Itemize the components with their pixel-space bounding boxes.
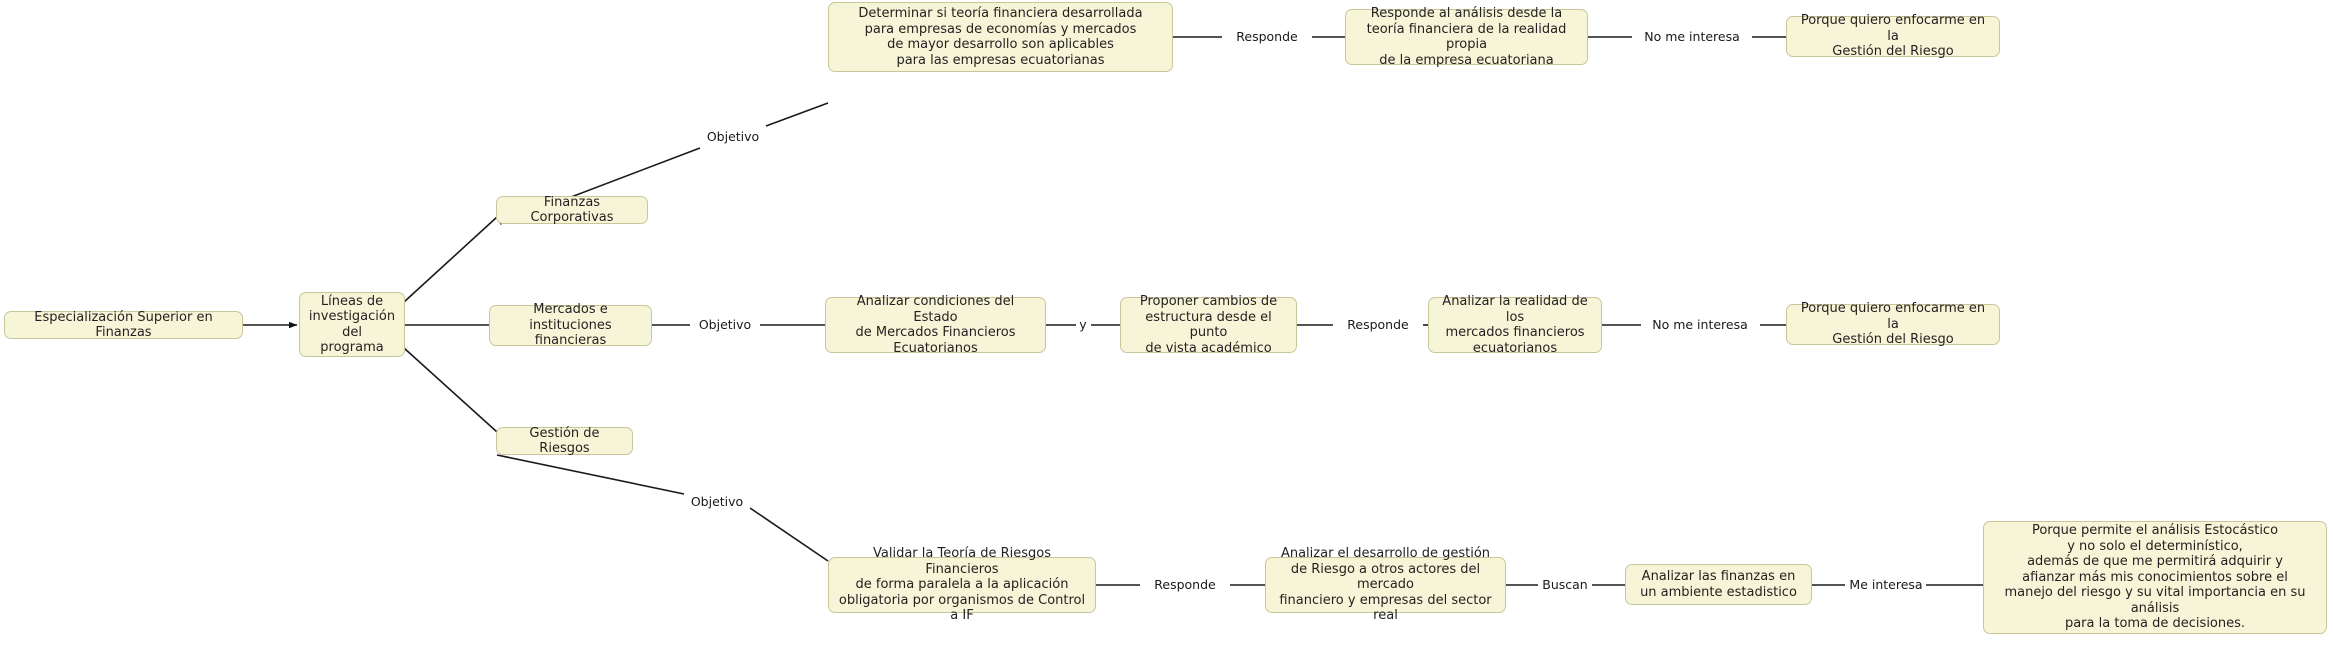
node-mercados-instituciones[interactable]: Mercados e instituciones financieras (489, 302, 652, 348)
node-top-responde[interactable]: Responde al análisis desde la teoría fin… (1345, 6, 1588, 68)
edge-label-responde-top: Responde (1234, 29, 1300, 44)
node-bottom-buscan[interactable]: Analizar las finanzas en un ambiente est… (1625, 564, 1812, 605)
edge-label-objetivo-top: Objetivo (704, 129, 762, 144)
edge-bottom-objetivo-a (496, 454, 685, 495)
node-lineas-investigacion[interactable]: Líneas de investigación del programa (299, 292, 405, 357)
node-top-final[interactable]: Porque quiero enfocarme en la Gestión de… (1786, 13, 2000, 59)
edge-label-nomeinteresa-mid: No me interesa (1650, 317, 1750, 332)
edge-label-objetivo-bottom: Objetivo (688, 494, 746, 509)
edge-label-buscan-bottom: Buscan (1540, 577, 1590, 592)
node-mid-proponer[interactable]: Proponer cambios de estructura desde el … (1120, 294, 1297, 356)
node-mid-responde[interactable]: Analizar la realidad de los mercados fin… (1428, 294, 1602, 356)
node-bottom-final[interactable]: Porque permite el análisis Estocástico y… (1983, 521, 2327, 634)
edge-label-nomeinteresa-top: No me interesa (1642, 29, 1742, 44)
edge-bottom-objetivo-b (749, 507, 829, 562)
node-gestion-de-riesgos[interactable]: Gestión de Riesgos (496, 426, 633, 456)
node-bottom-objetivo[interactable]: Validar la Teoría de Riesgos Financieros… (828, 546, 1096, 623)
node-finanzas-corporativas[interactable]: Finanzas Corporativas (496, 195, 648, 225)
node-root[interactable]: Especialización Superior en Finanzas (4, 310, 243, 340)
node-mid-objetivo[interactable]: Analizar condiciones del Estado de Merca… (825, 294, 1046, 356)
edge-top-objetivo-b (765, 102, 829, 127)
edge-label-responde-mid: Responde (1345, 317, 1411, 332)
edge-label-responde-bottom: Responde (1152, 577, 1218, 592)
edge-label-objetivo-mid: Objetivo (696, 317, 754, 332)
edge-lineas-to-top (403, 216, 498, 303)
node-mid-final[interactable]: Porque quiero enfocarme en la Gestión de… (1786, 301, 2000, 347)
node-top-objetivo[interactable]: Determinar si teoría financiera desarrol… (828, 2, 1173, 72)
edge-lineas-to-bottom (403, 347, 498, 433)
node-bottom-responde[interactable]: Analizar el desarrollo de gestión de Rie… (1265, 546, 1506, 623)
edge-label-meinteresa-bottom: Me interesa (1847, 577, 1925, 592)
edge-label-y-mid: y (1077, 317, 1089, 332)
